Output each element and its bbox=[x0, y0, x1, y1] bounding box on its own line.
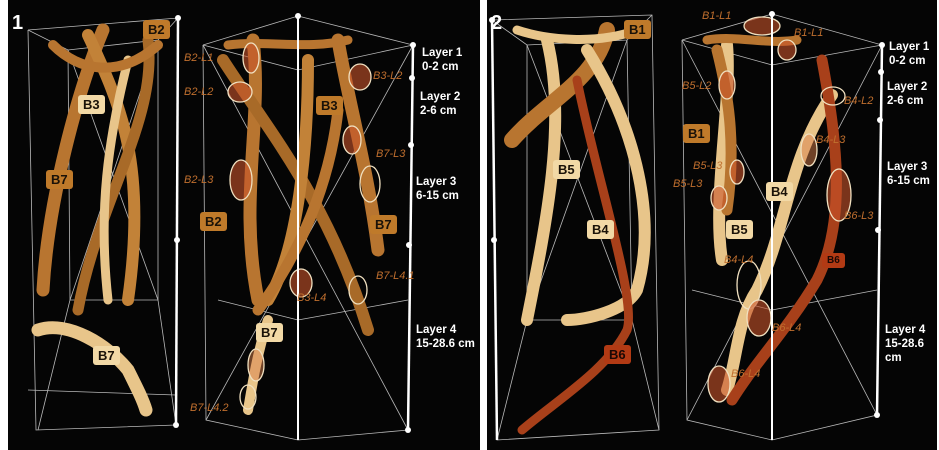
layer-label-1: Layer 1 0-2 cm bbox=[422, 46, 462, 74]
segment-label: B1-L1 bbox=[702, 10, 731, 22]
root-tag: B7 bbox=[46, 170, 73, 189]
layer-name: Layer 2 bbox=[887, 80, 927, 94]
layer-range: 6-15 cm bbox=[416, 189, 459, 203]
figure-panel-2: 2 B1 B5 B4 B6 B1 B4 B5 B6 B1-L1 B1-L1 B5… bbox=[487, 0, 937, 450]
segment-label: B1-L1 bbox=[794, 27, 823, 39]
layer-label-4: Layer 4 15-28.6 cm bbox=[885, 323, 935, 365]
segment-label: B2-L3 bbox=[184, 174, 213, 186]
root-tag: B4 bbox=[766, 182, 793, 201]
root-tag: B7 bbox=[93, 346, 120, 365]
segment-label: B6-L4 bbox=[731, 368, 760, 380]
root-tag: B2 bbox=[200, 212, 227, 231]
layer-name: Layer 3 bbox=[416, 175, 459, 189]
segment-label: B2-L1 bbox=[184, 52, 213, 64]
root-tag: B5 bbox=[726, 220, 753, 239]
root-tag: B1 bbox=[683, 124, 710, 143]
layer-label-4: Layer 4 15-28.6 cm bbox=[416, 323, 476, 351]
layer-name: Layer 4 bbox=[416, 323, 476, 337]
segment-label: B5-L2 bbox=[682, 80, 711, 92]
segment-label: B6-L4 bbox=[772, 322, 801, 334]
root-tag: B3 bbox=[78, 95, 105, 114]
root-tag: B1 bbox=[624, 20, 651, 39]
figure-panel-1: 1 B2 B3 B7 B7 B3 B2 B7 B7 B2-L1 B2-L2 B2… bbox=[8, 0, 480, 450]
root-tag: B4 bbox=[587, 220, 614, 239]
root-render-panel-1 bbox=[8, 0, 480, 450]
root-tag: B3 bbox=[316, 96, 343, 115]
layer-label-2: Layer 2 2-6 cm bbox=[420, 90, 460, 118]
panel-number: 1 bbox=[12, 12, 23, 35]
root-tag: B5 bbox=[553, 160, 580, 179]
layer-range: 15-28.6 cm bbox=[885, 337, 935, 365]
root-tag: B2 bbox=[143, 20, 170, 39]
panel-number: 2 bbox=[491, 12, 502, 35]
root-render-panel-2 bbox=[487, 0, 937, 450]
segment-label: B4-L2 bbox=[844, 95, 873, 107]
layer-range: 2-6 cm bbox=[420, 104, 460, 118]
layer-label-3: Layer 3 6-15 cm bbox=[416, 175, 459, 203]
root-tag: B6 bbox=[604, 345, 631, 364]
root-tag: B7 bbox=[370, 215, 397, 234]
segment-label: B7-L4.1 bbox=[376, 270, 416, 282]
root-tubes bbox=[512, 30, 836, 430]
layer-name: Layer 1 bbox=[889, 40, 929, 54]
root-tag: B6 bbox=[822, 253, 845, 268]
segment-label: B3-L4 bbox=[297, 292, 326, 304]
layer-name: Layer 4 bbox=[885, 323, 935, 337]
layer-label-2: Layer 2 2-6 cm bbox=[887, 80, 927, 108]
segment-label: B3-L2 bbox=[373, 70, 402, 82]
segment-label: B5-L3 bbox=[673, 178, 702, 190]
layer-range: 6-15 cm bbox=[887, 174, 930, 188]
layer-range: 15-28.6 cm bbox=[416, 337, 476, 351]
layer-name: Layer 1 bbox=[422, 46, 462, 60]
layer-range: 2-6 cm bbox=[887, 94, 927, 108]
segment-label: B7-L3 bbox=[376, 148, 405, 160]
layer-name: Layer 2 bbox=[420, 90, 460, 104]
segment-label: B6-L3 bbox=[844, 210, 873, 222]
layer-range: 0-2 cm bbox=[422, 60, 462, 74]
layer-range: 0-2 cm bbox=[889, 54, 929, 68]
segment-label: B7-L4.2 bbox=[190, 402, 229, 414]
segment-label: B4-L4 bbox=[724, 254, 753, 266]
layer-label-1: Layer 1 0-2 cm bbox=[889, 40, 929, 68]
segment-label: B5-L3 bbox=[693, 160, 722, 172]
segment-label: B2-L2 bbox=[184, 86, 213, 98]
root-tag: B7 bbox=[256, 323, 283, 342]
segment-label: B4-L3 bbox=[816, 134, 845, 146]
layer-label-3: Layer 3 6-15 cm bbox=[887, 160, 930, 188]
layer-name: Layer 3 bbox=[887, 160, 930, 174]
